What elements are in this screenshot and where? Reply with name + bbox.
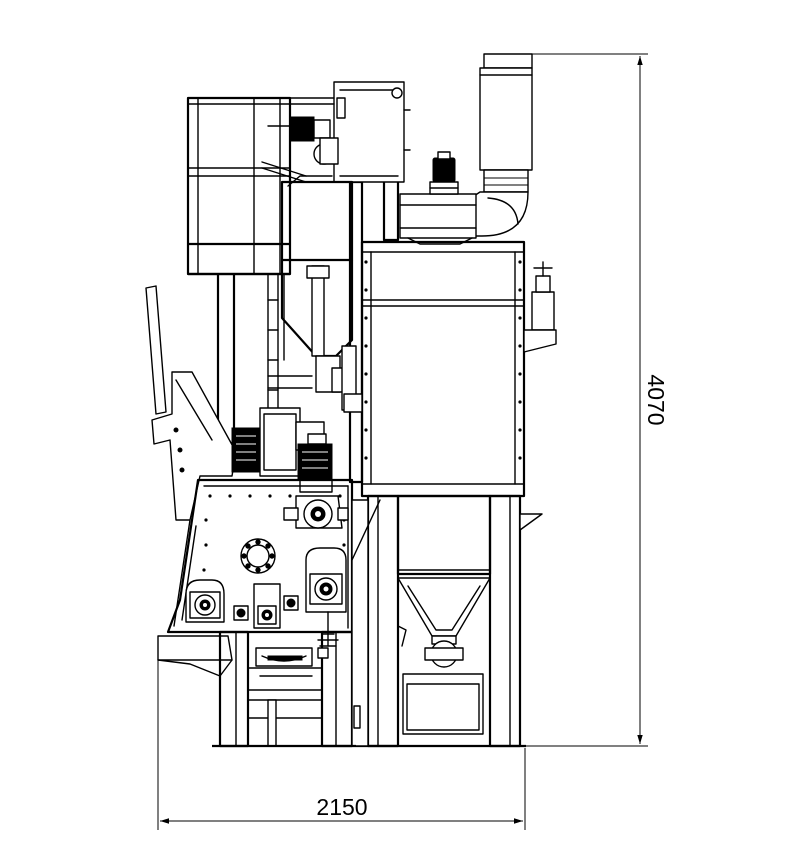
turbine-housing-left [185, 579, 225, 623]
fan-duct [399, 191, 529, 245]
width-dimension: 2150 [157, 636, 526, 830]
turbine-housing-middle [233, 583, 299, 629]
dust-collector-bolts [364, 260, 522, 460]
rotor-flange [240, 538, 276, 574]
roller-conveyor [247, 647, 329, 677]
fan-motor [429, 151, 459, 195]
width-dimension-label: 2150 [316, 794, 367, 820]
upper-turbine-motor [231, 407, 325, 477]
turbine-housing-upper [283, 495, 349, 529]
dust-collector-cabinet [360, 240, 526, 498]
turbine-housing-lower [305, 547, 347, 647]
pressure-regulator [523, 261, 557, 353]
separator-hopper [280, 175, 363, 413]
platform-guard-rail [186, 96, 335, 276]
collector-hopper [396, 494, 492, 735]
base-frame [157, 499, 407, 748]
door-arm [145, 285, 237, 521]
height-dimension: 4070 [485, 53, 669, 747]
exhaust-stack [479, 53, 533, 193]
height-dimension-label: 4070 [643, 374, 669, 425]
elevator-column [333, 81, 411, 484]
elevator-drive-motor [267, 116, 339, 165]
